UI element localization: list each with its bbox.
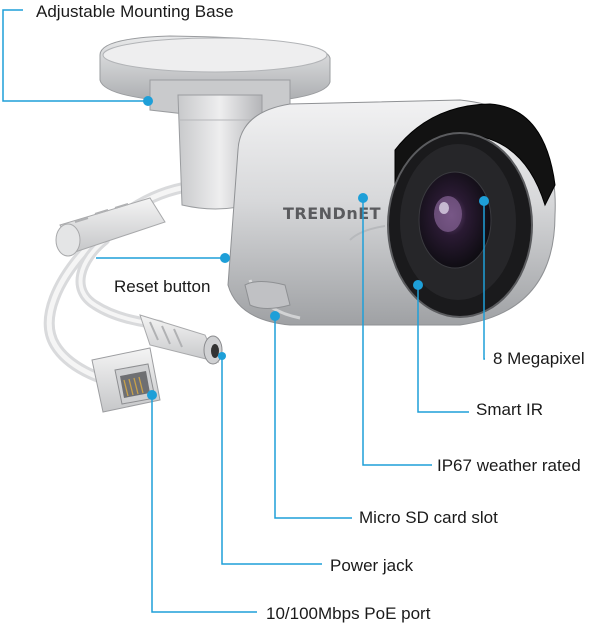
poe-port <box>91 347 161 413</box>
label-smart-ir: Smart IR <box>476 400 544 419</box>
callout-dots <box>143 96 489 400</box>
mounting-base <box>99 35 331 119</box>
callout-line-mp <box>483 201 485 360</box>
callout-line-poe <box>151 395 257 613</box>
callout-dot-ir <box>413 280 423 290</box>
callout-line-power <box>221 356 322 565</box>
callout-dot-mp <box>479 196 489 206</box>
label-poe-port: 10/100Mbps PoE port <box>266 604 431 623</box>
callout-lines <box>2 9 485 613</box>
callout-dot-poe <box>147 390 157 400</box>
power-jack <box>139 314 226 365</box>
callout-line-base <box>2 9 148 102</box>
callout-dot-ip67 <box>358 193 368 203</box>
callout-dot-sd <box>270 311 280 321</box>
callout-dot-power <box>218 352 226 360</box>
callout-line-ir <box>417 285 469 413</box>
label-micro-sd: Micro SD card slot <box>359 508 498 527</box>
callout-dot-base <box>143 96 153 106</box>
brand-logo: TRENDnET <box>283 204 381 223</box>
callout-dot-reset <box>220 253 230 263</box>
label-megapixel: 8 Megapixel <box>493 349 585 368</box>
callout-line-sd <box>274 316 352 519</box>
label-mounting-base: Adjustable Mounting Base <box>36 2 234 21</box>
lens-assembly <box>387 103 556 318</box>
cable-boot <box>55 197 166 257</box>
label-power-jack: Power jack <box>330 556 414 575</box>
label-ip67: IP67 weather rated <box>437 456 581 475</box>
label-reset-button: Reset button <box>114 277 211 296</box>
callout-line-ip67 <box>362 198 432 466</box>
